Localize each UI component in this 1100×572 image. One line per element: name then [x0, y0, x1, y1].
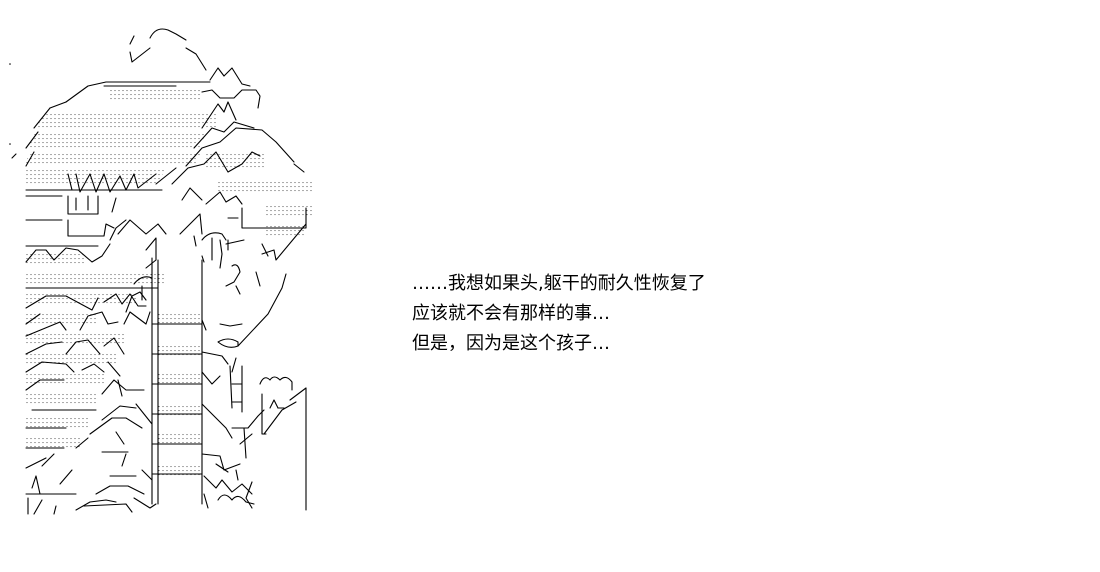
fringe	[25, 173, 307, 237]
hat-brim	[49, 81, 261, 109]
face	[193, 223, 307, 295]
ascii-art-character	[9, 28, 312, 515]
narration-text: ……我想如果头,躯干的耐久性恢复了 应该就不会有那样的事… 但是，因为是这个孩子…	[412, 269, 872, 359]
feet	[27, 497, 157, 515]
narration-line-3: 但是，因为是这个孩子…	[412, 333, 610, 354]
body-shading	[26, 112, 312, 476]
hat-ribbon	[129, 28, 251, 87]
center-column	[133, 257, 203, 505]
narration-line-2: 应该就不会有那样的事…	[412, 303, 610, 324]
hair-strands	[25, 101, 305, 185]
margin-marks	[9, 63, 17, 159]
arm-and-hand	[201, 273, 307, 511]
long-hair	[25, 219, 159, 495]
narration-line-1: ……我想如果头,躯干的耐久性恢复了	[412, 273, 706, 294]
